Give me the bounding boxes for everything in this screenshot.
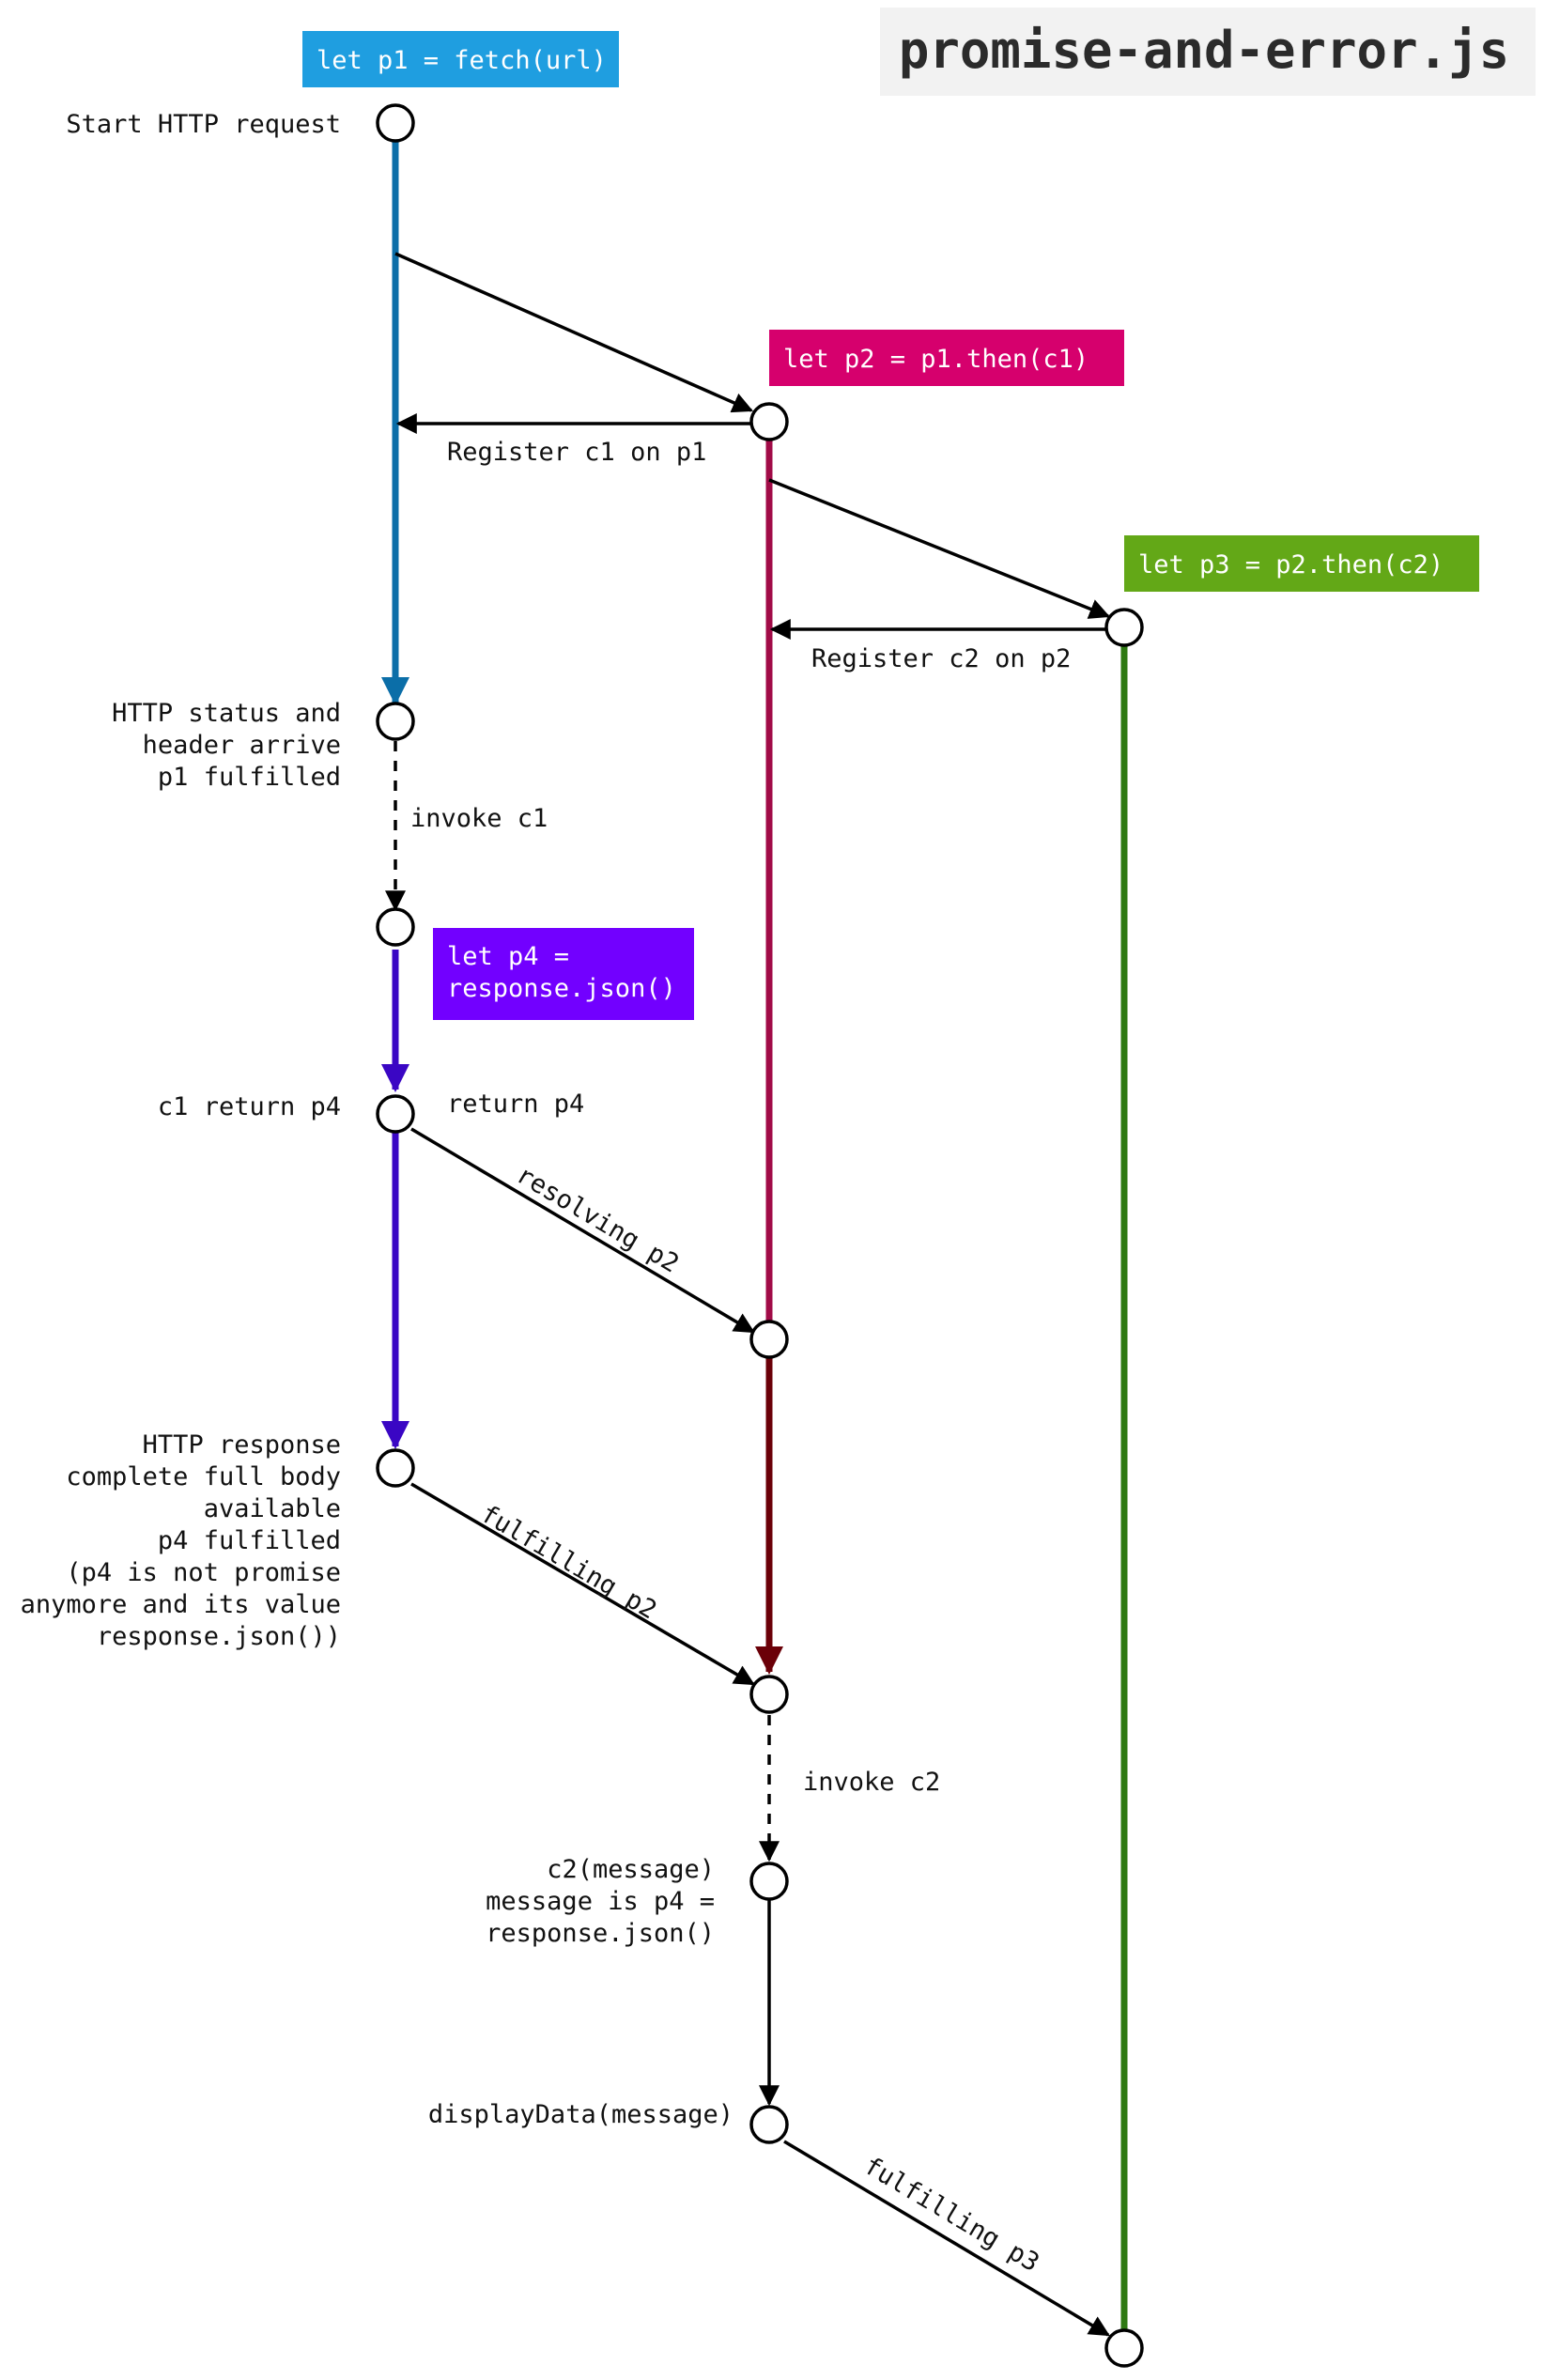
p3-code-box [1124,535,1479,592]
text-line: let p3 = p2.then(c2) [1138,550,1444,580]
p4-code-box [433,928,694,1020]
node-c1-return [376,1094,415,1134]
label-c1-return: c1 return p4 [158,1092,341,1121]
text-line: response.json() [447,974,676,1003]
text-line: available [204,1494,341,1523]
node-p4-fulfilled [376,1448,415,1488]
text-line: complete full body [66,1462,341,1491]
text-line: response.json() [486,1919,715,1948]
label-fulfilling-p2: fulfilling p2 [475,1499,661,1625]
text-line: HTTP status and [112,699,341,728]
label-http-status: HTTP status and header arrive p1 fulfilled [112,699,341,792]
text-line: HTTP response [143,1430,341,1460]
text-line: Start HTTP request [66,110,341,139]
text-line: header arrive [143,731,341,760]
node-p2-resolved [749,1320,789,1359]
label-register-c1: Register c1 on p1 [447,438,706,467]
label-display-data: displayData(message) [428,2100,733,2129]
p1-code-box [302,31,619,87]
p1-code-text: let p1 = fetch(url) [317,46,607,75]
text-line: anymore and its value [21,1590,341,1619]
node-p1-fulfilled [376,702,415,741]
text-line: let p2 = p1.then(c1) [783,345,1089,374]
text-line: c2(message) [547,1855,715,1884]
text-line: c1 return p4 [158,1092,341,1121]
text-line: p1 fulfilled [158,763,341,792]
resolving-p2-arrow [410,1127,755,1334]
node-display-data [749,2105,789,2144]
text-line: p4 fulfilled [158,1526,341,1555]
text-line: let p4 = [447,942,569,971]
label-resolving-p2: resolving p2 [511,1160,684,1278]
text-line: displayData(message) [428,2100,733,2129]
node-start-request [376,103,415,143]
diagram-title: promise-and-error.js [899,21,1509,80]
node-p3-fulfilled [1104,2328,1144,2368]
p4-code-text: let p4 = response.json() [447,942,676,1003]
create-p3-arrow [768,478,1111,619]
text-line: (p4 is not promise [66,1558,341,1587]
p2-code-text: let p2 = p1.then(c1) [783,345,1089,374]
node-c2-invoked [749,1862,789,1901]
text-line: let p1 = fetch(url) [317,46,607,75]
label-c2-message: c2(message) message is p4 = response.json(… [486,1855,715,1948]
p2-code-box [769,330,1124,386]
node-p3-created [1104,608,1144,647]
text-line: response.json()) [97,1622,341,1651]
label-register-c2: Register c2 on p2 [811,644,1071,673]
fulfilling-p2-arrow [410,1482,755,1686]
text-line: message is p4 = [486,1887,715,1916]
fulfilling-p3-arrow [783,2140,1110,2337]
p3-code-text: let p3 = p2.then(c2) [1138,550,1444,580]
title-background [880,8,1536,96]
node-c1-invoked [376,907,415,947]
label-invoke-c2: invoke c2 [803,1768,940,1797]
create-p2-arrow [394,252,754,413]
label-return-p4: return p4 [447,1090,584,1119]
label-fulfilling-p3: fulfilling p3 [858,2151,1043,2278]
node-p2-fulfilled [749,1675,789,1714]
label-start-request: Start HTTP request [66,110,341,139]
label-invoke-c1: invoke c1 [410,804,548,833]
node-p2-created [749,402,789,441]
